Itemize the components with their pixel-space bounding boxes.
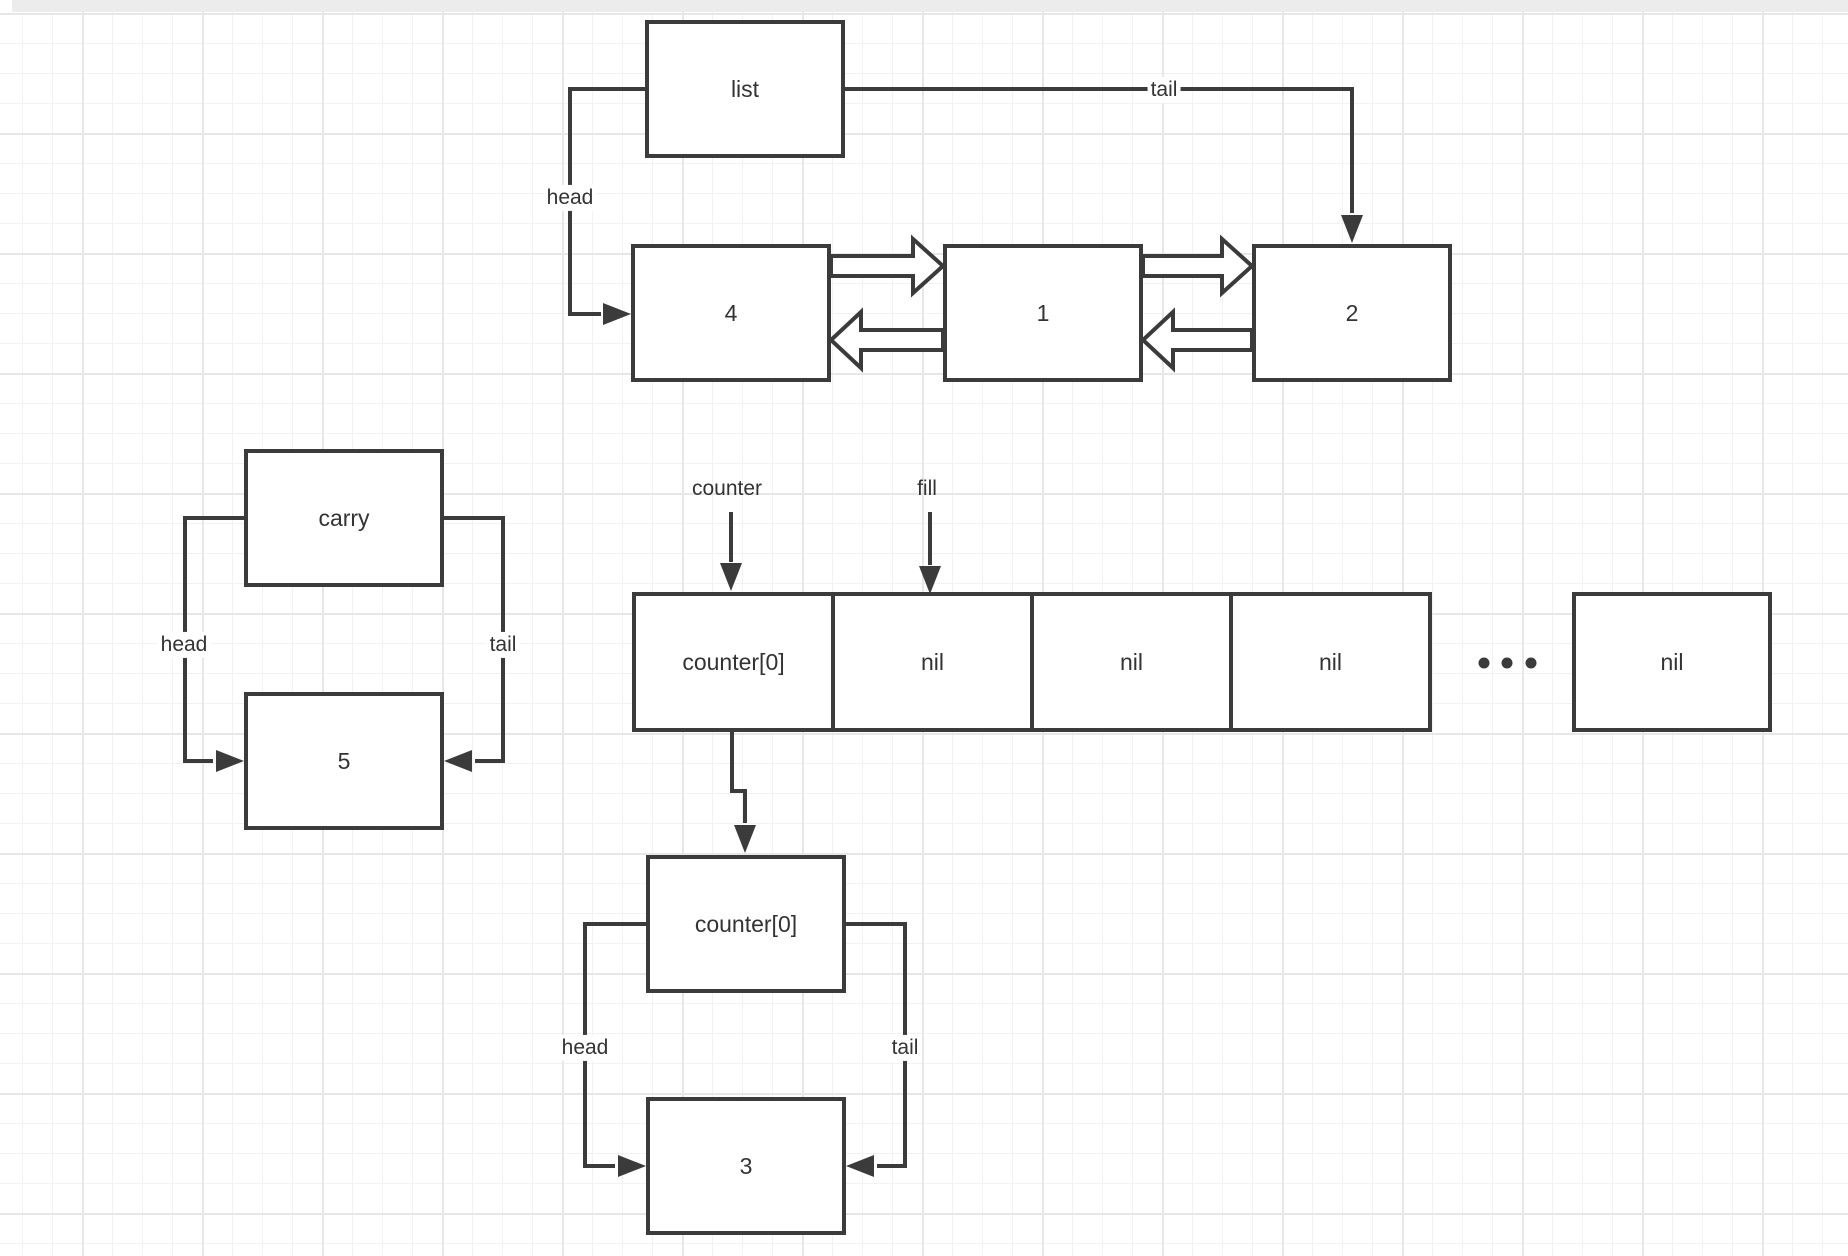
array-cell-0-label: counter[0] xyxy=(682,648,785,675)
carry-tail-arrowhead-icon xyxy=(444,750,472,772)
carry-head-pointer-label[interactable]: head xyxy=(157,631,211,659)
carry-head-arrowhead-icon xyxy=(216,750,244,772)
carry-tail-pointer-label[interactable]: tail xyxy=(486,631,520,659)
canvas-top-scroll-track xyxy=(12,0,1848,12)
list-tail-arrowhead-icon xyxy=(1341,215,1363,243)
counter-array[interactable]: counter[0] nil nil nil xyxy=(632,592,1432,732)
list-box[interactable]: list xyxy=(645,20,845,158)
node-1-box[interactable]: 1 xyxy=(943,244,1143,382)
array-cell-2-label: nil xyxy=(1119,648,1143,675)
array-cell-0[interactable]: counter[0] xyxy=(636,596,831,728)
node-5-label: 5 xyxy=(337,747,351,774)
array-cell-2[interactable]: nil xyxy=(1030,596,1229,728)
node-3-label: 3 xyxy=(739,1152,753,1179)
carry-box[interactable]: carry xyxy=(244,449,444,587)
array-cell-3-label: nil xyxy=(1318,648,1342,675)
prev-arrow-2-to-1[interactable] xyxy=(1140,307,1254,373)
next-arrow-1-to-2[interactable] xyxy=(1141,234,1255,298)
node-4-label: 4 xyxy=(724,299,738,326)
counter0-head-pointer-label[interactable]: head xyxy=(558,1034,612,1062)
node-2-label: 2 xyxy=(1345,299,1359,326)
fill-pointer-label[interactable]: fill xyxy=(917,476,937,500)
next-arrow-4-to-1[interactable] xyxy=(829,234,946,298)
list-head-arrowhead-icon xyxy=(603,303,631,325)
array-last-cell-box[interactable]: nil xyxy=(1572,592,1772,732)
counter-pointer-label[interactable]: counter xyxy=(691,476,763,500)
counter0-box[interactable]: counter[0] xyxy=(646,855,846,993)
node-2-box[interactable]: 2 xyxy=(1252,244,1452,382)
array-cell-3[interactable]: nil xyxy=(1229,596,1428,728)
fill-pointer-arrowhead-icon xyxy=(919,566,941,594)
node-4-box[interactable]: 4 xyxy=(631,244,831,382)
counter0-box-label: counter[0] xyxy=(694,910,798,937)
counter-pointer-arrowhead-icon xyxy=(720,563,742,591)
array-cell-1-label: nil xyxy=(920,648,944,675)
list-box-label: list xyxy=(730,75,760,102)
node-3-box[interactable]: 3 xyxy=(646,1097,846,1235)
list-tail-pointer-label[interactable]: tail xyxy=(1147,76,1181,104)
list-tail-connector[interactable] xyxy=(845,87,1354,213)
cell0-to-counter0-arrowhead-icon xyxy=(734,825,756,853)
cell0-to-counter0-connector[interactable] xyxy=(730,732,747,823)
list-head-pointer-label[interactable]: head xyxy=(543,184,597,212)
array-cell-1[interactable]: nil xyxy=(831,596,1030,728)
counter0-tail-pointer-label[interactable]: tail xyxy=(888,1034,922,1062)
node-1-label: 1 xyxy=(1036,299,1050,326)
array-last-cell-label: nil xyxy=(1660,648,1684,675)
counter0-head-arrowhead-icon xyxy=(618,1155,646,1177)
prev-arrow-1-to-4[interactable] xyxy=(828,307,945,373)
node-5-box[interactable]: 5 xyxy=(244,692,444,830)
carry-box-label: carry xyxy=(318,504,370,531)
counter0-tail-arrowhead-icon xyxy=(846,1155,874,1177)
ellipsis-dots-icon xyxy=(1478,657,1537,669)
